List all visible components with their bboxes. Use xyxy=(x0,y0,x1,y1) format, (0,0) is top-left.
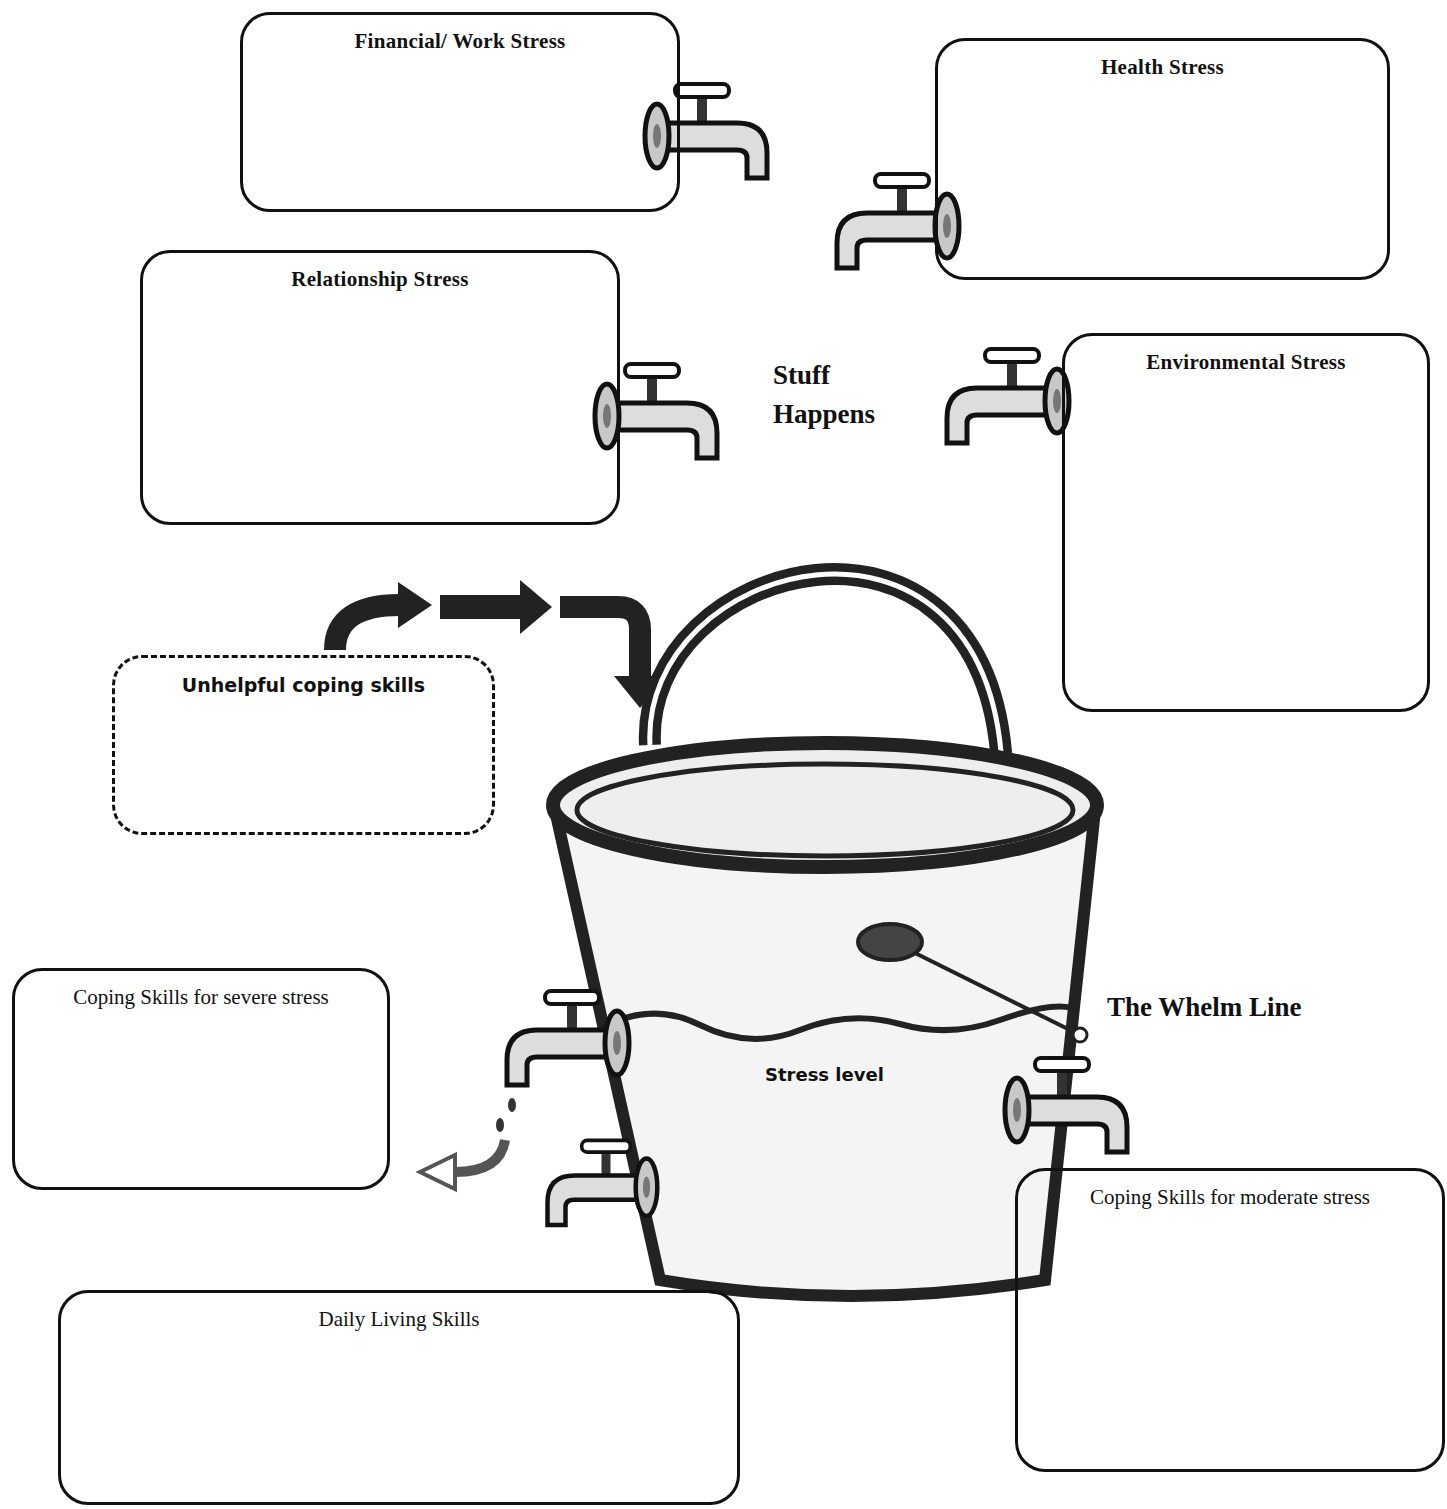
box-heading: Coping Skills for severe stress xyxy=(73,985,328,1010)
bucket-body xyxy=(555,810,1095,1296)
stress-level-label: Stress level xyxy=(762,1064,887,1085)
tap-icon xyxy=(595,364,717,458)
water-drip xyxy=(496,1118,504,1132)
tap-icon xyxy=(645,84,767,178)
whelm-line-label: The Whelm Line xyxy=(1107,988,1302,1027)
flow-arrow xyxy=(440,595,522,619)
whelm-line-marker xyxy=(858,924,922,960)
coping-skills-box: Coping Skills for moderate stress xyxy=(1015,1168,1445,1472)
bucket-rim xyxy=(553,743,1097,867)
outflow-arrow xyxy=(420,1155,455,1189)
tap-icon xyxy=(947,349,1069,443)
whelm-line-marker xyxy=(905,948,1080,1035)
outflow-arrow xyxy=(455,1140,505,1172)
box-heading: Health Stress xyxy=(1101,55,1224,80)
tap-icon xyxy=(548,1140,658,1225)
tap-icon xyxy=(837,174,959,268)
water-surface xyxy=(598,1007,1072,1039)
box-heading: Coping Skills for moderate stress xyxy=(1090,1185,1370,1210)
box-heading: Environmental Stress xyxy=(1146,350,1346,375)
flow-arrow xyxy=(398,582,432,628)
coping-skills-box: Coping Skills for severe stress xyxy=(12,968,390,1190)
flow-arrow xyxy=(335,605,400,650)
flow-arrow xyxy=(560,607,640,678)
tap-icon xyxy=(507,991,629,1085)
flow-arrow xyxy=(520,580,552,634)
bucket-rim xyxy=(577,764,1073,856)
box-heading: Daily Living Skills xyxy=(318,1307,479,1332)
stress-source-box: Relationship Stress xyxy=(140,250,620,525)
tap-icon xyxy=(1005,1058,1127,1152)
whelm-line-marker xyxy=(1073,1028,1087,1042)
stress-source-box: Environmental Stress xyxy=(1062,333,1430,712)
box-heading: Relationship Stress xyxy=(291,267,468,292)
box-heading: Financial/ Work Stress xyxy=(354,29,565,54)
daily-skills-box: Daily Living Skills xyxy=(58,1290,740,1505)
stuff-happens-label: Stuff Happens xyxy=(773,356,903,434)
water-drip xyxy=(508,1098,516,1112)
stress-source-box: Financial/ Work Stress xyxy=(240,12,680,212)
stress-source-box: Health Stress xyxy=(935,38,1390,280)
unhelpful-coping-box: Unhelpful coping skills xyxy=(112,655,495,835)
box-heading: Unhelpful coping skills xyxy=(182,674,425,696)
